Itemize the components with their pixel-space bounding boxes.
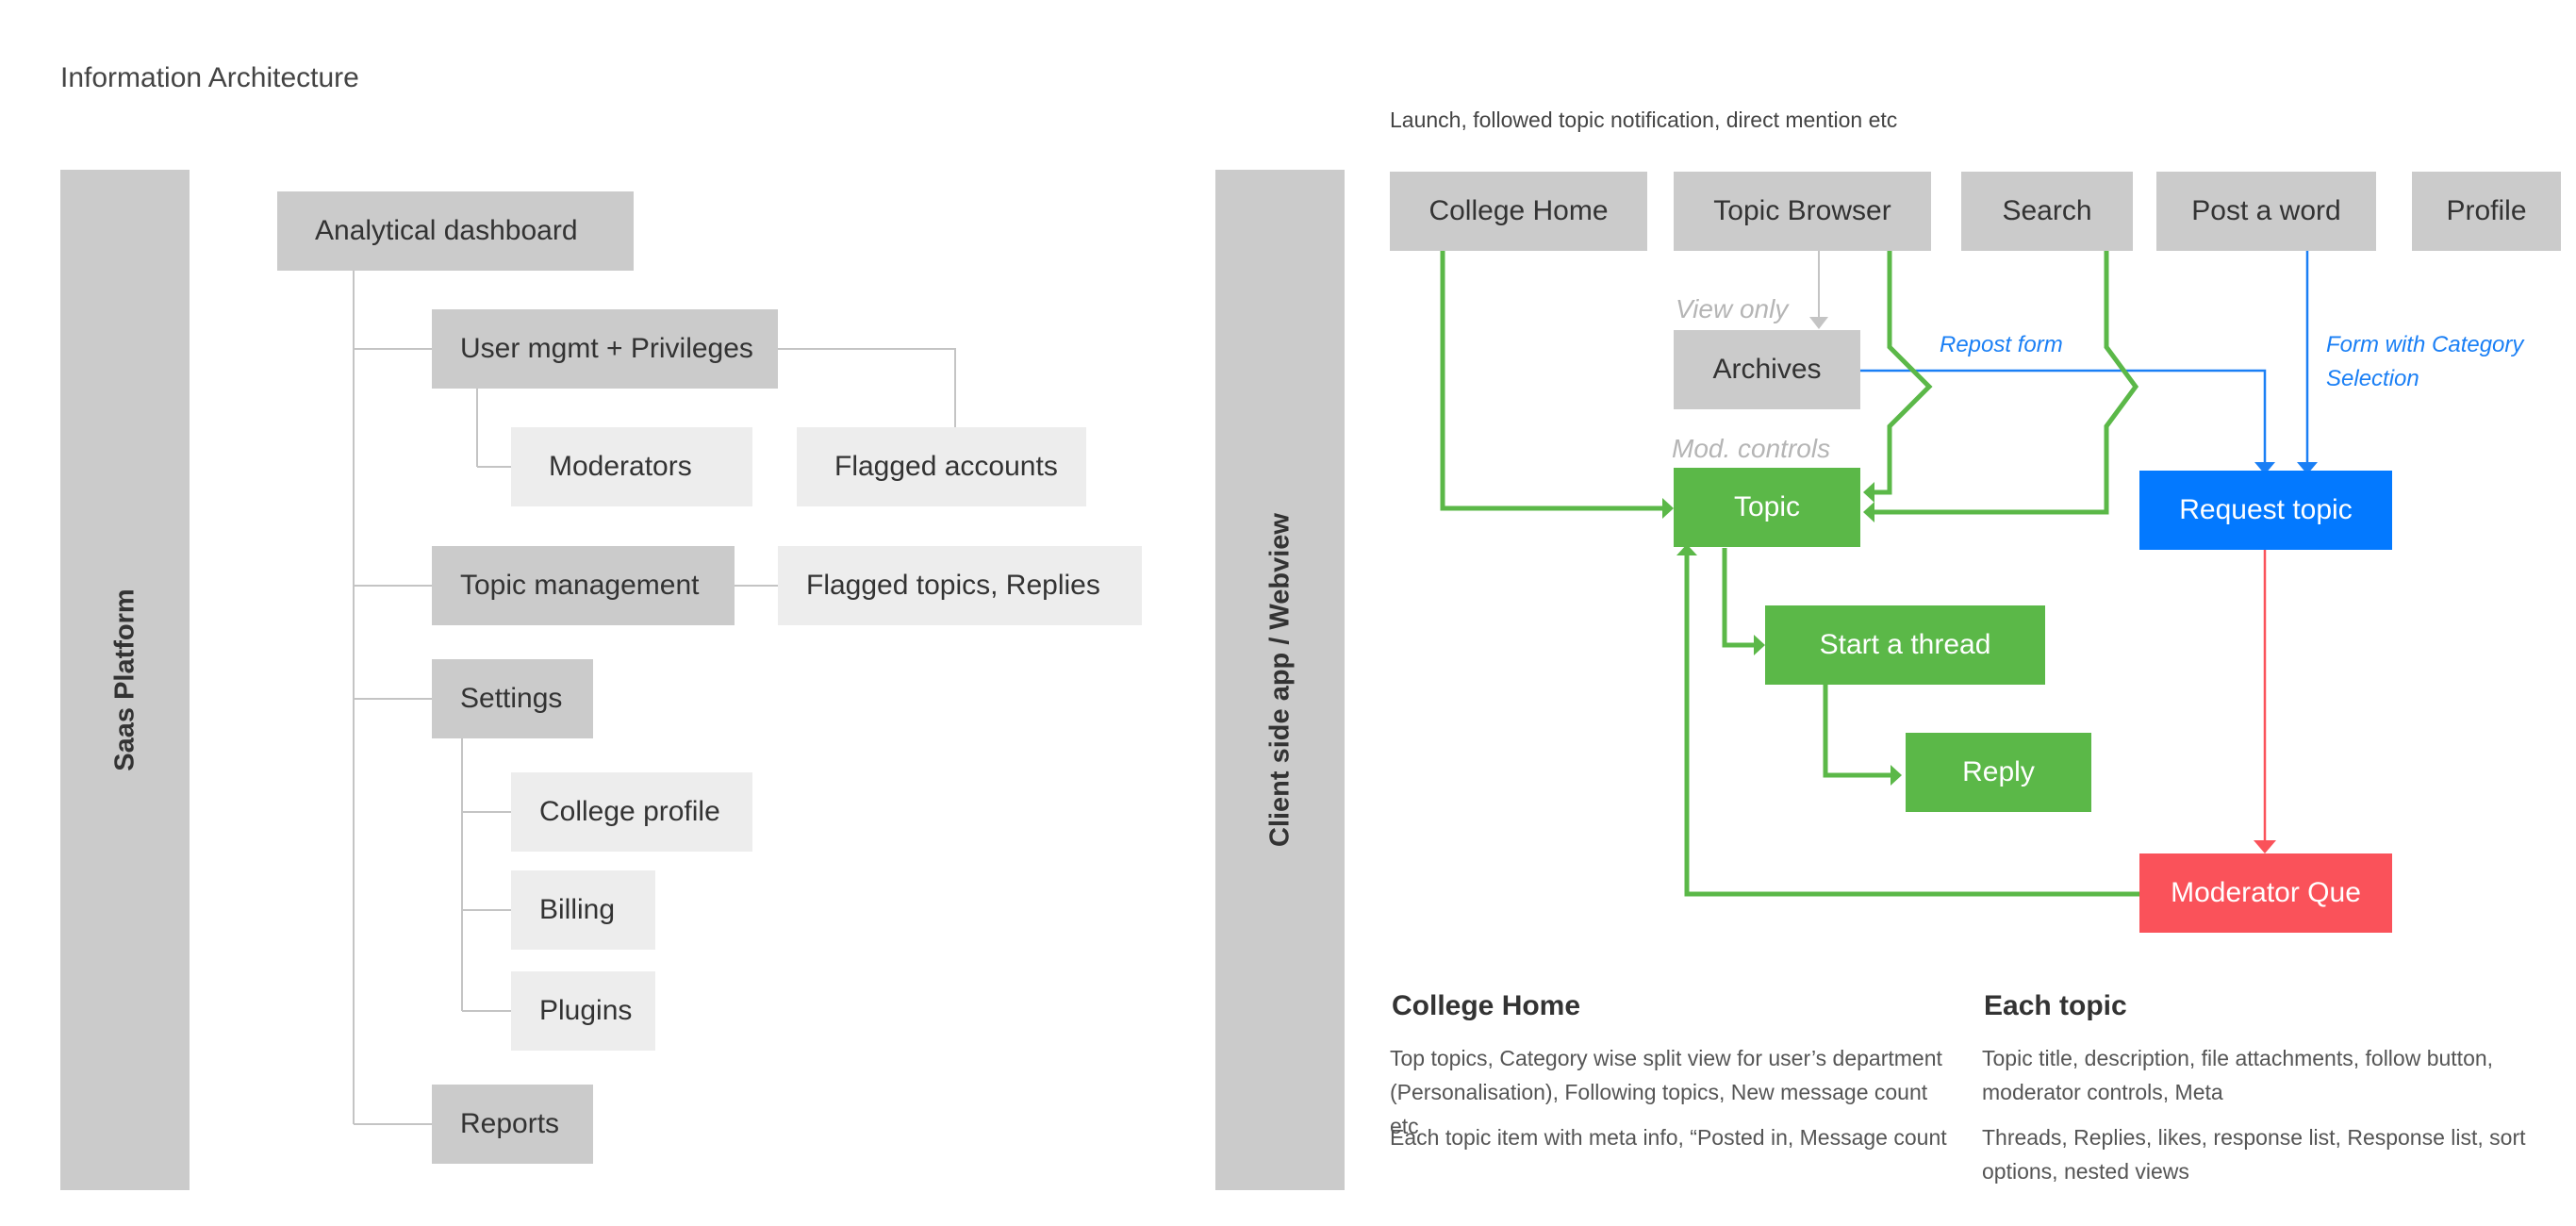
- client-app-bar: Client side app / Webview: [1215, 170, 1345, 1190]
- moderator-que-node: Moderator Que: [2139, 853, 2392, 933]
- analytical-dashboard-node: Analytical dashboard: [277, 191, 634, 271]
- college-home-heading: College Home: [1392, 990, 1581, 1021]
- billing-node: Billing: [511, 870, 655, 950]
- reply-node: Reply: [1906, 733, 2091, 812]
- college-home-description-2: Each topic item with meta info, “Posted …: [1390, 1125, 1947, 1150]
- college-profile-node: College profile: [511, 772, 752, 852]
- form-category-annotation: Form with Category Selection: [2326, 332, 2524, 391]
- each-topic-description-1: Topic title, description, file attachmen…: [1982, 1046, 2494, 1104]
- topic-management-node: Topic management: [432, 546, 735, 625]
- saas-platform-bar: Saas Platform: [60, 170, 190, 1190]
- archives-node: Archives: [1674, 330, 1860, 409]
- plugins-node: Plugins: [511, 971, 655, 1051]
- post-a-word-node: Post a word: [2156, 172, 2376, 251]
- launch-note: Launch, followed topic notification, dir…: [1390, 108, 1898, 132]
- start-thread-node: Start a thread: [1765, 605, 2045, 685]
- repost-form-annotation: Repost form: [1940, 332, 2063, 357]
- settings-node: Settings: [432, 659, 593, 738]
- view-only-annotation: View only: [1676, 294, 1789, 323]
- profile-node: Profile: [2412, 172, 2561, 251]
- moderators-node: Moderators: [511, 427, 752, 506]
- request-topic-node: Request topic: [2139, 471, 2392, 550]
- topic-node: Topic: [1674, 468, 1860, 547]
- mod-controls-annotation: Mod. controls: [1672, 434, 1831, 463]
- reports-node: Reports: [432, 1085, 593, 1164]
- user-mgmt-node: User mgmt + Privileges: [432, 309, 778, 389]
- search-node: Search: [1961, 172, 2133, 251]
- flagged-topics-node: Flagged topics, Replies: [778, 546, 1142, 625]
- college-home-node: College Home: [1390, 172, 1647, 251]
- college-home-description-1: Top topics, Category wise split view for…: [1390, 1046, 1942, 1138]
- each-topic-description-2: Threads, Replies, likes, response list, …: [1982, 1125, 2526, 1184]
- topic-browser-node: Topic Browser: [1674, 172, 1931, 251]
- page-title: Information Architecture: [60, 62, 359, 93]
- each-topic-heading: Each topic: [1984, 990, 2127, 1021]
- flagged-accounts-node: Flagged accounts: [797, 427, 1086, 506]
